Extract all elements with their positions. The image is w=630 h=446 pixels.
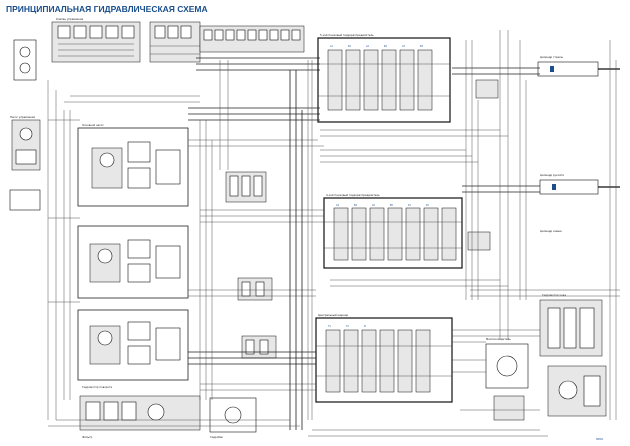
svg-text:B2: B2 — [384, 45, 388, 48]
diagram-title: ПРИНЦИПИАЛЬНАЯ ГИДРАВЛИЧЕСКАЯ СХЕМА — [6, 4, 208, 14]
left-components: Насос управления — [9, 39, 41, 211]
svg-text:P1: P1 — [408, 204, 411, 207]
pilot-pump-label: Насос управления — [10, 115, 35, 119]
right-bottom-components: Гидромотор хода Маслоохладитель Цилиндр … — [485, 229, 607, 421]
hydraulic-lines — [48, 30, 620, 437]
svg-text:A1: A1 — [330, 45, 333, 48]
svg-text:B3: B3 — [420, 45, 424, 48]
svg-text:P2: P2 — [426, 204, 429, 207]
main-pump-block-3: Гидромотор поворота — [77, 309, 189, 389]
swing-motor-label: Гидромотор поворота — [82, 385, 113, 389]
svg-text:T2: T2 — [346, 325, 349, 328]
bucket-cylinder-label: Цилиндр ковша — [540, 229, 562, 233]
top-left-valve-group: Клапан управления — [51, 17, 201, 63]
svg-text:A5: A5 — [372, 204, 375, 207]
top-valve-row — [196, 25, 320, 71]
control-valve-lower: Центральный шарнир — [315, 313, 453, 403]
svg-text:B4: B4 — [354, 204, 358, 207]
main-pump-label: Основной насос — [82, 123, 104, 127]
control-valve-5-label: 5-золотниковый гидрораспределитель — [320, 33, 374, 37]
svg-text:A2: A2 — [366, 45, 369, 48]
svg-text:T1: T1 — [328, 325, 331, 328]
oil-cooler-label: Маслоохладитель — [486, 337, 511, 341]
center-joint-label: Центральный шарнир — [318, 313, 348, 317]
filter-label: Фильтр — [82, 435, 93, 439]
middle-components — [225, 171, 277, 359]
svg-text:A3: A3 — [402, 45, 405, 48]
cylinders: Цилиндр стрелы Цилиндр рукояти — [467, 55, 620, 251]
svg-text:B1: B1 — [348, 45, 352, 48]
svg-text:B5: B5 — [390, 204, 394, 207]
main-pump-block-2 — [77, 225, 189, 299]
pilot-valve-label: Клапан управления — [56, 17, 84, 21]
control-valve-middle: 4-золотниковый гидрораспределитель — [323, 193, 463, 269]
boom-cylinder-label: Цилиндр стрелы — [540, 55, 563, 59]
svg-text:A4: A4 — [336, 204, 339, 207]
main-pump-block-1: Основной насос — [77, 123, 189, 207]
hydraulic-tank-label: Гидробак — [210, 435, 223, 439]
svg-text:Pi: Pi — [364, 325, 366, 328]
port-labels: A1 B1 A2 B2 A3 B3 A4 B4 A5 B5 P1 P2 T1 T… — [328, 45, 429, 328]
travel-motor-label: Гидромотор хода — [542, 293, 566, 297]
corner-code: SM001 — [596, 438, 604, 441]
arm-cylinder-label: Цилиндр рукояти — [540, 173, 564, 177]
control-valve-upper: 5-золотниковый гидрораспределитель — [317, 33, 451, 123]
control-valve-4-label: 4-золотниковый гидрораспределитель — [326, 193, 380, 197]
bottom-left-components: Гидробак Фильтр — [79, 395, 257, 439]
